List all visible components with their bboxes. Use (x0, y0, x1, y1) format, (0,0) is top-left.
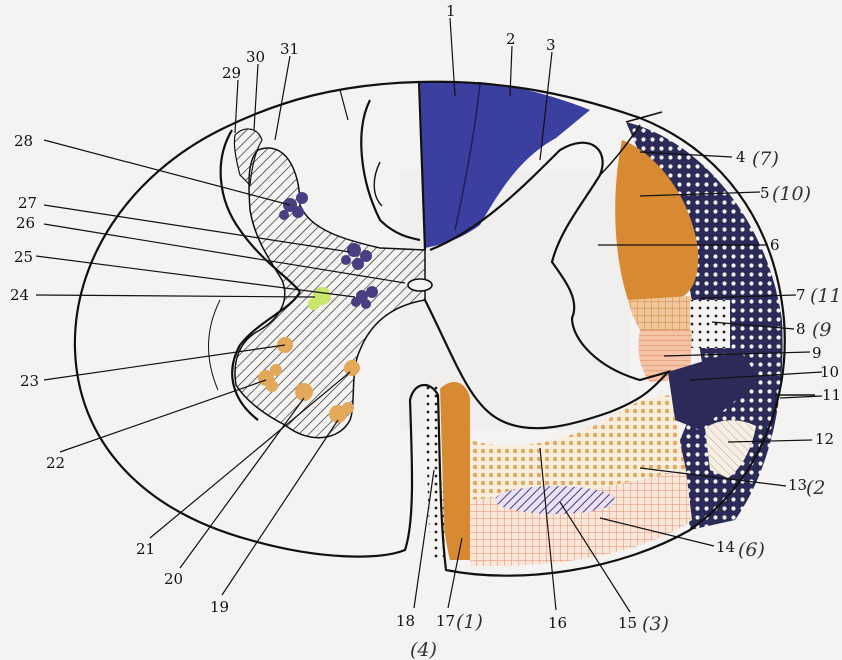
handwritten-15: (3) (642, 613, 669, 635)
label-13: 13 (788, 476, 807, 494)
left-lateral-boundary (231, 291, 301, 421)
label-29: 29 (222, 64, 241, 82)
purple-hatched-tract (495, 486, 615, 514)
nucleus-peach-19 (329, 402, 354, 423)
label-26: 26 (16, 214, 35, 232)
label-1: 1 (446, 2, 456, 20)
label-19: 19 (210, 598, 229, 616)
label-28: 28 (14, 132, 33, 150)
label-24: 24 (10, 286, 29, 304)
nucleus-peach-22 (258, 364, 282, 392)
central-canal (407, 278, 433, 292)
nucleus-purple-27 (341, 243, 372, 270)
handwritten-7: (11 (810, 285, 842, 307)
white-dotted-tract (690, 300, 730, 348)
label-14: 14 (716, 538, 735, 556)
label-16: 16 (548, 614, 567, 632)
label-27: 27 (18, 194, 37, 212)
left-faint-line (208, 299, 221, 391)
label-11: 11 (822, 386, 841, 404)
label-30: 30 (246, 48, 265, 66)
right-dorsal-root-line (599, 124, 641, 176)
leader-lines (35, 17, 823, 613)
handwritten-8: (9 (812, 319, 832, 341)
nucleus-peach-20 (295, 383, 313, 401)
right-gray-matter-outline (424, 141, 672, 430)
left-dorsal-tick (339, 89, 349, 121)
handwritten-annotations: (7) (10) (11 (9 (2 (6) (3) (1) (4) (410, 148, 842, 660)
label-18: 18 (396, 612, 415, 630)
label-7: 7 (796, 286, 806, 304)
light-hatched-tract (705, 420, 756, 478)
left-dorsal-fasciculus (360, 99, 421, 242)
label-15: 15 (618, 614, 637, 632)
label-25: 25 (14, 248, 33, 266)
dorsal-column-region (420, 82, 590, 248)
handwritten-13: (2 (806, 477, 826, 499)
cord-outlines (73, 80, 815, 577)
label-10: 10 (820, 363, 839, 381)
handwritten-14: (6) (738, 539, 765, 561)
number-labels: 1 2 3 4 5 6 7 8 9 10 11 12 13 14 15 16 1… (10, 2, 841, 632)
label-5: 5 (760, 184, 770, 202)
label-2: 2 (506, 30, 516, 48)
dorsal-median-septum (417, 81, 427, 251)
label-22: 22 (46, 454, 65, 472)
nucleus-peach-21 (344, 360, 360, 376)
dorsal-root-entry (625, 111, 663, 123)
left-dorsal-boundary (219, 129, 301, 293)
nucleus-purple-25 (351, 286, 378, 309)
handwritten-4: (7) (752, 148, 779, 170)
dark-wedge-tract (668, 350, 760, 430)
label-6: 6 (770, 236, 780, 254)
label-12: 12 (815, 430, 834, 448)
label-23: 23 (20, 372, 39, 390)
cord-outer-outline (73, 80, 786, 577)
label-9: 9 (812, 344, 822, 362)
dorsal-column-divider (454, 83, 481, 231)
peach-grid-tract (628, 296, 697, 330)
nucleus-green-24 (308, 287, 331, 310)
orange-lateral-tract (615, 140, 699, 300)
handwritten-5: (10) (772, 183, 811, 205)
label-8: 8 (796, 320, 806, 338)
handwritten-17: (1) (456, 611, 483, 633)
handwritten-18: (4) (410, 639, 437, 660)
label-31: 31 (280, 40, 299, 58)
ventral-peach-grid (470, 470, 692, 567)
dorsal-horn-cap (233, 128, 263, 187)
label-3: 3 (546, 36, 556, 54)
left-septum-curve (373, 161, 383, 207)
label-4: 4 (736, 148, 746, 166)
anterior-orange-tract (436, 381, 470, 560)
left-gray-matter (233, 128, 426, 439)
label-17: 17 (436, 612, 455, 630)
label-20: 20 (164, 570, 183, 588)
ventral-orange-grid (470, 395, 686, 500)
label-21: 21 (136, 540, 155, 558)
